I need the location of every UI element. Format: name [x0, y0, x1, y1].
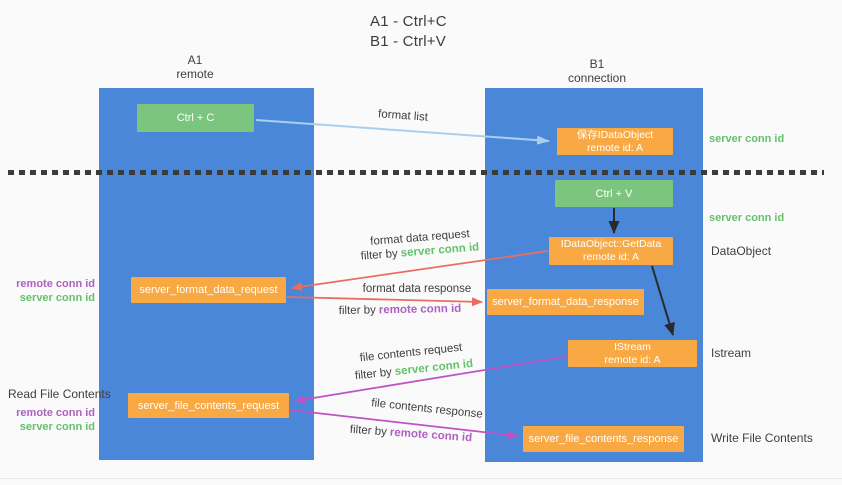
- lifeline-b1-name: B1: [589, 57, 605, 71]
- filter-key-remote-conn-id: remote conn id: [389, 426, 473, 445]
- label-format-data-response: format data response: [362, 283, 472, 295]
- node-getdata-line2: remote id: A: [582, 251, 640, 263]
- node-save-idataobject-line1: 保存IDataObject: [576, 128, 654, 141]
- left-label-group-format: remote conn id server conn id: [0, 277, 95, 305]
- label-format-list: format list: [377, 108, 429, 124]
- left-label-remote-conn-id-format: remote conn id: [16, 278, 95, 290]
- title-line-2: B1 - Ctrl+V: [370, 33, 446, 50]
- node-file-request-label: server_file_contents_request: [137, 399, 280, 412]
- node-format-response-label: server_format_data_response: [492, 296, 639, 308]
- lifeline-a1-role: remote: [176, 67, 214, 81]
- filter-prefix: filter by: [354, 366, 393, 383]
- lifeline-b1-role: connection: [567, 71, 627, 85]
- lifeline-header-b1: B1 connection: [517, 57, 677, 85]
- node-save-idataobject: 保存IDataObject remote id: A: [557, 128, 673, 155]
- node-format-request-label: server_format_data_request: [139, 284, 278, 296]
- right-label-istream: Istream: [711, 346, 752, 360]
- lifeline-a1-name: A1: [187, 53, 203, 67]
- node-save-idataobject-line2: remote id: A: [586, 141, 644, 154]
- node-ctrl-c: Ctrl + C: [137, 104, 254, 132]
- filter-prefix: filter by: [338, 304, 376, 318]
- node-idataobject-getdata: IDataObject::GetData remote id: A: [549, 237, 673, 265]
- lifeline-header-a1: A1 remote: [115, 53, 275, 81]
- diagram-title: A1 - Ctrl+C B1 - Ctrl+V: [370, 12, 447, 52]
- filter-key-server-conn-id: server conn id: [394, 357, 474, 378]
- node-getdata-line1: IDataObject::GetData: [560, 238, 662, 250]
- node-server-format-data-response: server_format_data_response: [487, 289, 644, 315]
- right-label-dataobject: DataObject: [711, 244, 772, 258]
- left-label-group-file: remote conn id server conn id: [0, 406, 95, 434]
- left-label-server-conn-id-file: server conn id: [19, 421, 95, 433]
- arrow-format-data-response: [286, 296, 483, 307]
- left-label-server-conn-id-format: server conn id: [19, 292, 95, 304]
- right-label-write-file-contents: Write File Contents: [711, 431, 813, 445]
- filter-key-remote-conn-id: remote conn id: [378, 302, 462, 317]
- node-istream-line2: remote id: A: [604, 353, 661, 366]
- left-label-read-file-contents: Read File Contents: [8, 387, 111, 401]
- node-server-file-contents-response: server_file_contents_response: [523, 426, 684, 452]
- left-label-remote-conn-id-file: remote conn id: [16, 407, 95, 419]
- node-istream-line1: IStream: [614, 340, 651, 353]
- node-istream: IStream remote id: A: [568, 340, 697, 367]
- bottom-edge-divider: [0, 478, 842, 479]
- node-server-format-data-request: server_format_data_request: [131, 277, 286, 303]
- node-ctrl-v-label: Ctrl + V: [595, 187, 633, 200]
- title-line-1: A1 - Ctrl+C: [370, 13, 447, 30]
- node-file-response-label: server_file_contents_response: [528, 433, 679, 445]
- node-ctrl-c-label: Ctrl + C: [176, 112, 215, 124]
- phase-divider-dotted-line: [8, 170, 824, 175]
- right-label-server-conn-id-mid: server conn id: [709, 212, 785, 224]
- filter-prefix: filter by: [349, 423, 388, 439]
- right-label-server-conn-id-top: server conn id: [709, 133, 785, 145]
- node-server-file-contents-request: server_file_contents_request: [128, 393, 289, 418]
- node-ctrl-v: Ctrl + V: [555, 180, 673, 207]
- filter-prefix: filter by: [360, 247, 399, 263]
